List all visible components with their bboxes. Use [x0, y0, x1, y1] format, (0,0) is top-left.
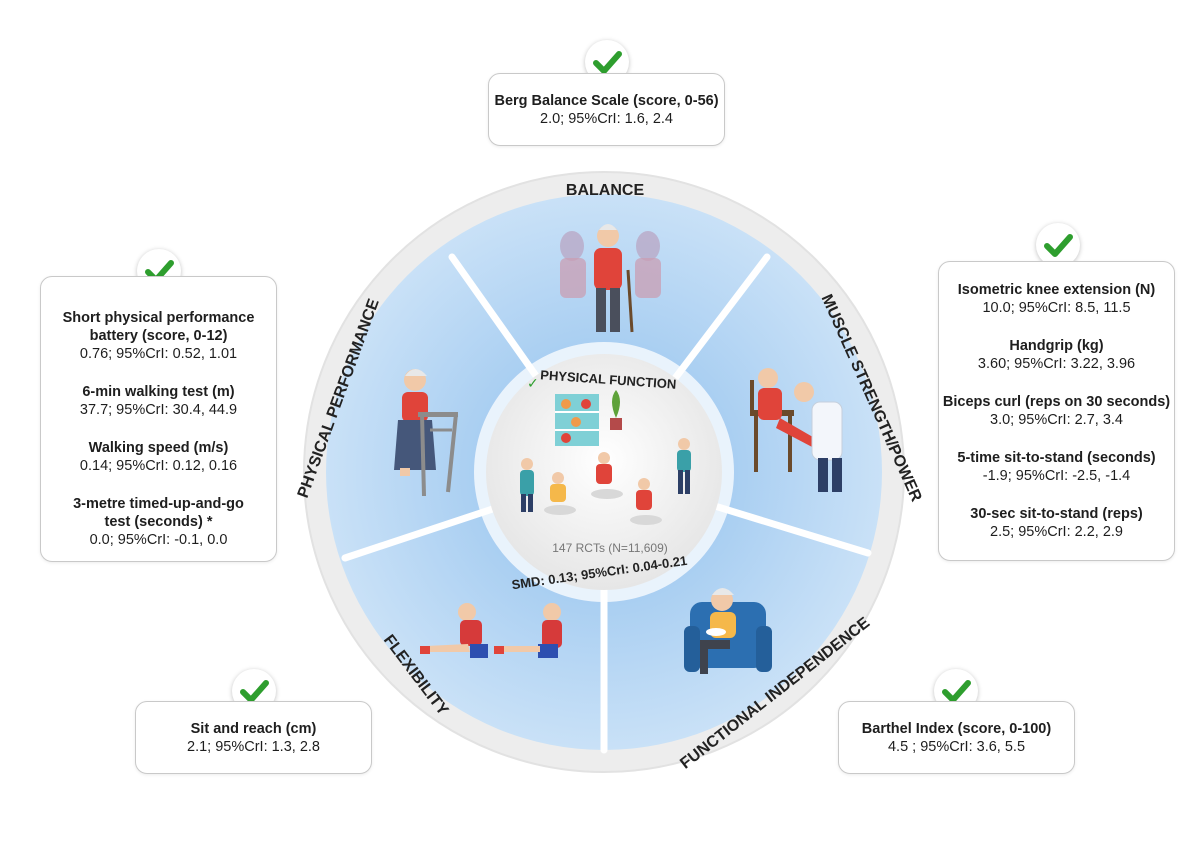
measure-name: Biceps curl (reps on 30 seconds) [942, 394, 1171, 410]
performance-results-box: Short physical performance battery (scor… [40, 276, 277, 562]
strength-results-box: Isometric knee extension (N) 10.0; 95%Cr… [938, 261, 1175, 561]
center-studies: 147 RCTs (N=11,609) [552, 541, 668, 555]
standing-elderly-with-cane-figure [560, 224, 661, 333]
seated-elderly-eating-figure [684, 588, 772, 674]
measure-value: 37.7; 95%CrI: 30.4, 44.9 [79, 402, 238, 418]
measure-value: 2.1; 95%CrI: 1.3, 2.8 [187, 739, 320, 755]
group-exercise-room-figure [520, 390, 691, 525]
center-check-icon: ✓ [527, 376, 539, 392]
measure-value: 10.0; 95%CrI: 8.5, 11.5 [982, 300, 1131, 316]
measure-value: 3.0; 95%CrI: 2.7, 3.4 [990, 412, 1123, 428]
measure-name: Walking speed (m/s) [88, 440, 229, 456]
measure-value: 0.76; 95%CrI: 0.52, 1.01 [79, 346, 238, 362]
balance-results-box: Berg Balance Scale (score, 0-56) 2.0; 95… [488, 73, 725, 146]
measure-name: Berg Balance Scale (score, 0-56) [494, 93, 719, 109]
knee-extension-with-therapist-figure [750, 368, 843, 492]
walker-elderly-figure [394, 369, 458, 497]
flexibility-results-box: Sit and reach (cm) 2.1; 95%CrI: 1.3, 2.8 [135, 701, 372, 774]
measure-name: Sit and reach (cm) [190, 721, 317, 737]
measure-name: Isometric knee extension (N) [957, 282, 1156, 298]
measure-name: 30-sec sit-to-stand (reps) [970, 506, 1143, 522]
measure-value: 4.5 ; 95%CrI: 3.6, 5.5 [887, 739, 1026, 755]
measure-value: 0.14; 95%CrI: 0.12, 0.16 [79, 458, 238, 474]
measure-name: Short physical performance battery (scor… [62, 310, 255, 344]
measure-name: 5-time sit-to-stand (seconds) [957, 450, 1156, 466]
measure-name: Barthel Index (score, 0-100) [861, 721, 1052, 737]
measure-name: 6-min walking test (m) [82, 384, 235, 400]
measure-value: 0.0; 95%CrI: -0.1, 0.0 [89, 532, 228, 548]
measure-value: 3.60; 95%CrI: 3.22, 3.96 [977, 356, 1136, 372]
independence-results-box: Barthel Index (score, 0-100) 4.5 ; 95%Cr… [838, 701, 1075, 774]
measure-name: Handgrip (kg) [1009, 338, 1104, 354]
measure-value: 2.0; 95%CrI: 1.6, 2.4 [540, 111, 673, 127]
measure-value: -1.9; 95%CrI: -2.5, -1.4 [982, 468, 1131, 484]
measure-name: 3-metre timed-up-and-go test (seconds) * [73, 496, 244, 530]
measure-value: 2.5; 95%CrI: 2.2, 2.9 [990, 524, 1123, 540]
sit-and-reach-stretch-figure [420, 603, 562, 658]
sector-label-balance: BALANCE [566, 182, 645, 199]
check-icon [1036, 223, 1080, 267]
